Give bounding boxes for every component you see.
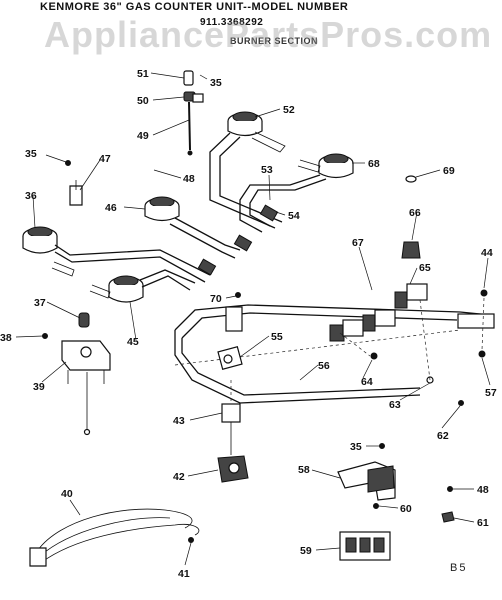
part-label-44: 44 (481, 247, 493, 259)
part-label-58: 58 (298, 464, 310, 476)
valve-row (329, 283, 434, 384)
part-label-68: 68 (368, 158, 380, 170)
part-label-55: 55 (271, 331, 283, 343)
part-label-50: 50 (137, 95, 149, 107)
part-label-63: 63 (389, 399, 401, 411)
part-label-48: 48 (183, 173, 195, 185)
manifold-frame (174, 292, 495, 404)
part-label-35: 35 (25, 148, 37, 160)
part-label-41: 41 (178, 568, 190, 580)
valve-37-39 (42, 312, 111, 436)
part-label-66: 66 (409, 207, 421, 219)
part-label-65: 65 (419, 262, 431, 274)
part-label-67: 67 (352, 237, 364, 249)
part-label-46: 46 (105, 202, 117, 214)
part-label-52: 52 (283, 104, 295, 116)
figure-code: B5 (450, 562, 468, 574)
part-label-53: 53 (261, 164, 273, 176)
burner-52 (209, 111, 286, 229)
burner-45 (89, 269, 196, 303)
part-label-36: 36 (25, 190, 37, 202)
watermark: AppliancePartsPros.com (44, 14, 493, 55)
part-label-45: 45 (127, 336, 139, 348)
part-label-40: 40 (61, 488, 73, 500)
burner-36 (22, 226, 217, 283)
section-title: BURNER SECTION (230, 36, 319, 46)
part-label-60: 60 (400, 503, 412, 515)
part-label-61: 61 (477, 517, 489, 529)
part-label-35: 35 (350, 441, 362, 453)
part-label-62: 62 (437, 430, 449, 442)
part-label-59: 59 (300, 545, 312, 557)
part-label-56: 56 (318, 360, 330, 372)
regulator-42-43 (217, 380, 249, 483)
burner-68 (239, 153, 354, 233)
part-label-57: 57 (485, 387, 497, 399)
part-label-64: 64 (361, 376, 373, 388)
burner-46 (144, 196, 253, 259)
part-label-38: 38 (0, 332, 12, 344)
right-parts (401, 175, 488, 406)
diagram-title: KENMORE 36" GAS COUNTER UNIT--MODEL NUMB… (40, 1, 349, 13)
part-label-42: 42 (173, 471, 185, 483)
part-label-39: 39 (33, 381, 45, 393)
part-label-43: 43 (173, 415, 185, 427)
part-label-70: 70 (210, 293, 222, 305)
part-label-47: 47 (99, 153, 111, 165)
part-number-labels: 51 35 50 49 52 68 69 53 54 66 67 65 44 4… (0, 68, 497, 580)
igniter-assembly (183, 70, 204, 156)
model-number: 911.3368292 (200, 17, 264, 28)
part-label-54: 54 (288, 210, 300, 222)
leader-lines (15, 72, 491, 566)
bracket-47 (65, 160, 83, 206)
cover-58-switch-59 (337, 443, 455, 561)
part-label-51: 51 (137, 68, 149, 80)
part-label-35: 35 (210, 77, 222, 89)
part-label-49: 49 (137, 130, 149, 142)
wire-harness-40 (29, 508, 200, 567)
part-label-69: 69 (443, 165, 455, 177)
part-label-48: 48 (477, 484, 489, 496)
part-label-37: 37 (34, 297, 46, 309)
